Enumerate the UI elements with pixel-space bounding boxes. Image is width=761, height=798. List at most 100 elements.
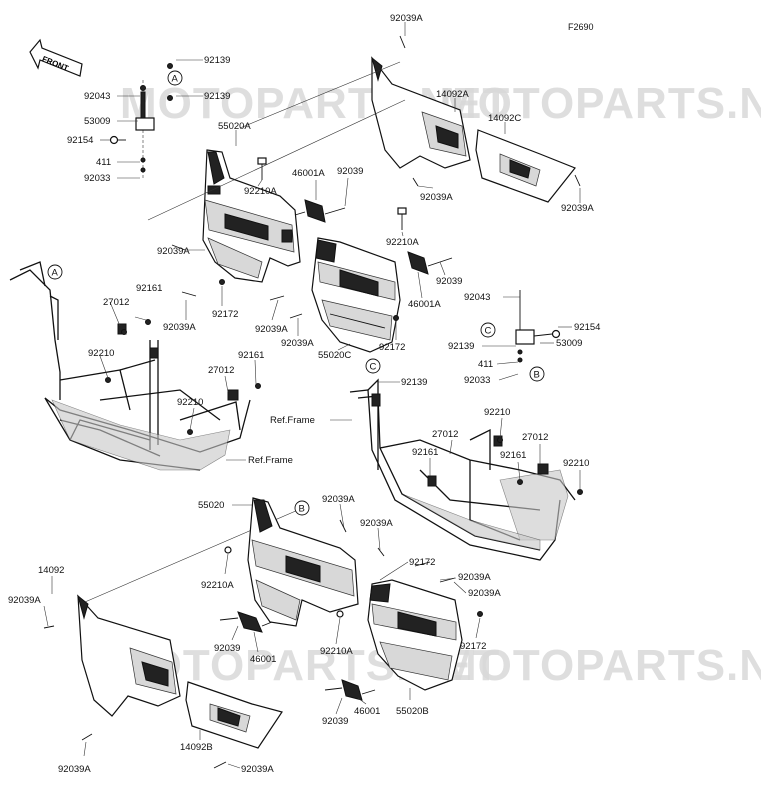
panel-14092: [77, 594, 181, 717]
label-55020a: 55020A: [218, 121, 251, 132]
label-14092c: 14092C: [488, 113, 521, 124]
part-labels: 92039A 92139 92043 92139 53009 92154 411…: [8, 13, 600, 775]
label-92154-a: 92154: [67, 135, 93, 146]
callout-c-bracket: C: [480, 322, 496, 338]
label-92210a-d: 92210A: [320, 646, 353, 657]
ref-frame-right-label: Ref.Frame: [270, 415, 315, 426]
label-27012-b: 27012: [208, 365, 234, 376]
label-53009-b: 53009: [556, 338, 582, 349]
label-92039a-n: 92039A: [241, 764, 274, 775]
label-92033-b: 92033: [464, 375, 490, 386]
bolt-92210a-upper: [257, 157, 267, 180]
callout-a-top: A: [167, 70, 183, 86]
label-92161-d: 92161: [500, 450, 526, 461]
latch-46001-right: [324, 679, 376, 701]
fastener-glyphs: [43, 35, 581, 769]
label-92039-c: 92039: [214, 643, 240, 654]
label-92172-b: 92172: [379, 342, 405, 353]
panel-14092c: [475, 129, 576, 203]
label-92210-a: 92210: [88, 348, 114, 359]
panel-14092a: [371, 56, 471, 169]
label-46001a-b: 46001A: [408, 299, 441, 310]
label-92039-d: 92039: [322, 716, 348, 727]
latch-46001a-upper: [294, 199, 346, 223]
callout-b-bracket: B: [529, 366, 545, 382]
bracket-assembly-right: [515, 290, 561, 363]
door-55020b: [367, 579, 463, 691]
leader-lines: [43, 22, 581, 769]
watermark-bottom-right: MOTOPARTS.NET: [440, 641, 761, 690]
svg-text:C: C: [485, 326, 492, 337]
label-92033-a: 92033: [84, 173, 110, 184]
door-55020a: [202, 149, 301, 283]
label-92039a-d: 92039A: [157, 246, 190, 257]
label-92210a-b: 92210A: [386, 237, 419, 248]
label-27012-d: 27012: [522, 432, 548, 443]
label-92043-b: 92043: [464, 292, 490, 303]
label-92161-b: 92161: [238, 350, 264, 361]
label-92039-a: 92039: [337, 166, 363, 177]
label-92039a-f: 92039A: [255, 324, 288, 335]
label-92161-c: 92161: [412, 447, 438, 458]
latch-46001-lower: [219, 611, 273, 633]
svg-text:B: B: [299, 504, 305, 515]
label-14092a: 14092A: [436, 89, 469, 100]
label-92139-c: 92139: [448, 341, 474, 352]
label-92210-b: 92210: [177, 397, 203, 408]
label-92139-d: 92139: [401, 377, 427, 388]
label-92161-a: 92161: [136, 283, 162, 294]
label-92039a-b: 92039A: [420, 192, 453, 203]
label-92172-c: 92172: [409, 557, 435, 568]
label-46001-a: 46001: [250, 654, 276, 665]
label-92039a-a: 92039A: [390, 13, 423, 24]
label-92039-b: 92039: [436, 276, 462, 287]
label-92039a-h: 92039A: [322, 494, 355, 505]
svg-text:A: A: [52, 268, 59, 279]
label-92172-d: 92172: [460, 641, 486, 652]
bracket-assembly-left: [109, 63, 173, 180]
label-92139-b: 92139: [204, 91, 230, 102]
label-55020: 55020: [198, 500, 224, 511]
label-14092b: 14092B: [180, 742, 213, 753]
label-92210-d: 92210: [563, 458, 589, 469]
label-92039a-j: 92039A: [8, 595, 41, 606]
callout-c-frame: C: [365, 358, 381, 374]
label-92210-c: 92210: [484, 407, 510, 418]
svg-text:A: A: [172, 74, 179, 85]
label-92210a-a: 92210A: [244, 186, 277, 197]
label-92039a-k: 92039A: [458, 572, 491, 583]
label-92172-a: 92172: [212, 309, 238, 320]
label-55020c: 55020C: [318, 350, 351, 361]
label-92154-b: 92154: [574, 322, 600, 333]
callout-a-left: A: [47, 264, 63, 280]
label-46001-b: 46001: [354, 706, 380, 717]
label-411-a: 411: [96, 157, 111, 168]
label-92139-a: 92139: [204, 55, 230, 66]
label-92039a-m: 92039A: [58, 764, 91, 775]
label-92039a-l: 92039A: [468, 588, 501, 599]
door-55020: [247, 497, 359, 627]
callout-b-door: B: [294, 500, 310, 516]
frame-left: [9, 261, 261, 471]
label-92039a-c: 92039A: [561, 203, 594, 214]
front-arrow-icon: FRONT: [29, 38, 83, 77]
label-46001a-a: 46001A: [292, 168, 325, 179]
bolt-92210a-middle: [397, 207, 407, 230]
latch-46001a-middle: [407, 251, 453, 275]
svg-text:B: B: [534, 370, 540, 381]
label-92039a-e: 92039A: [163, 322, 196, 333]
label-53009-a: 53009: [84, 116, 110, 127]
figure-code: F2690: [568, 22, 594, 32]
panel-14092b: [185, 681, 283, 749]
label-27012-c: 27012: [432, 429, 458, 440]
label-55020b: 55020B: [396, 706, 429, 717]
frame-right: [349, 378, 583, 561]
label-92039a-g: 92039A: [281, 338, 314, 349]
label-92043-a: 92043: [84, 91, 110, 102]
label-27012-a: 27012: [103, 297, 129, 308]
door-55020c: [311, 237, 401, 353]
label-411-b: 411: [478, 359, 493, 370]
label-14092: 14092: [38, 565, 64, 576]
label-92039a-i: 92039A: [360, 518, 393, 529]
